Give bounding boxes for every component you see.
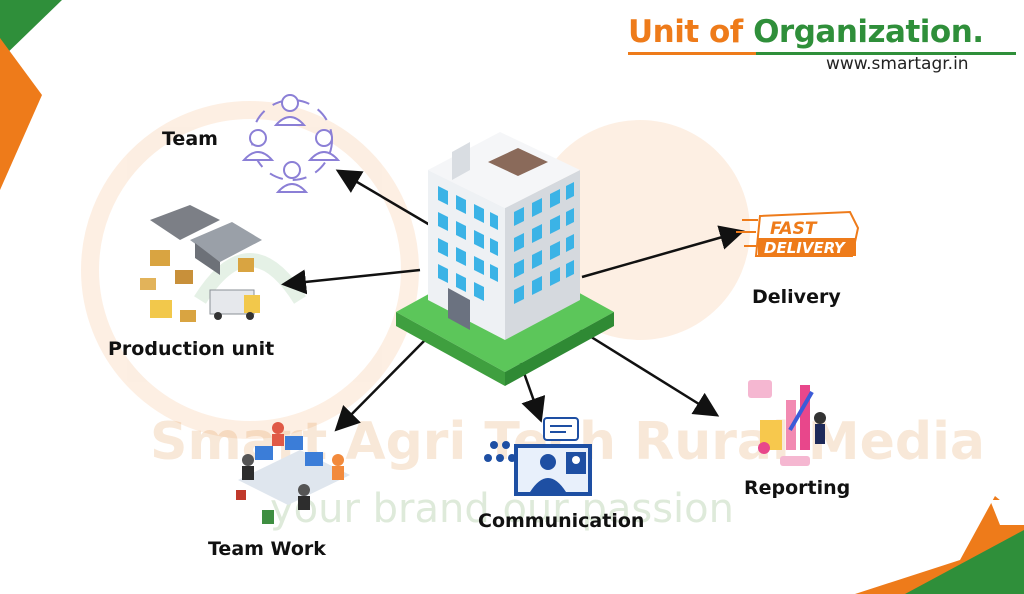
watermark-tagline: your brand our passion [270,486,734,532]
title-part1: Unit of [628,14,743,50]
fast-delivery-icon: FAST DELIVERY [736,210,860,257]
page-title: Unit of Organization. [628,14,984,50]
report-chart-icon [748,380,826,466]
arrow-to-delivery [581,225,745,279]
node-label-reporting: Reporting [744,477,851,499]
website-url: www.smartagr.in [826,54,969,74]
node-label-teamwork: Team Work [208,538,326,560]
arrow-to-production [281,268,421,295]
office-building-icon [396,132,614,386]
delivery-badge-line1: FAST [770,219,818,239]
office-desks-icon [236,422,350,524]
corner-green-bottom-right [905,530,1024,594]
arrow-to-team [335,169,431,227]
node-label-delivery: Delivery [752,286,841,308]
arrow-to-teamwork [334,334,431,432]
warehouse-icon [140,205,262,322]
node-label-team: Team [162,128,218,150]
corner-orange-left [0,38,42,190]
node-label-production: Production unit [108,338,275,360]
team-circle-icon [241,94,341,193]
title-part2: Organization. [753,14,984,50]
delivery-badge-line2: DELIVERY [764,239,847,257]
arrow-to-reporting [579,328,720,417]
corner-white-slice [990,500,1024,525]
node-label-communication: Communication [478,510,645,532]
title-underline [628,52,1016,55]
corner-green-top-left [0,0,62,60]
video-call-icon [484,417,592,496]
